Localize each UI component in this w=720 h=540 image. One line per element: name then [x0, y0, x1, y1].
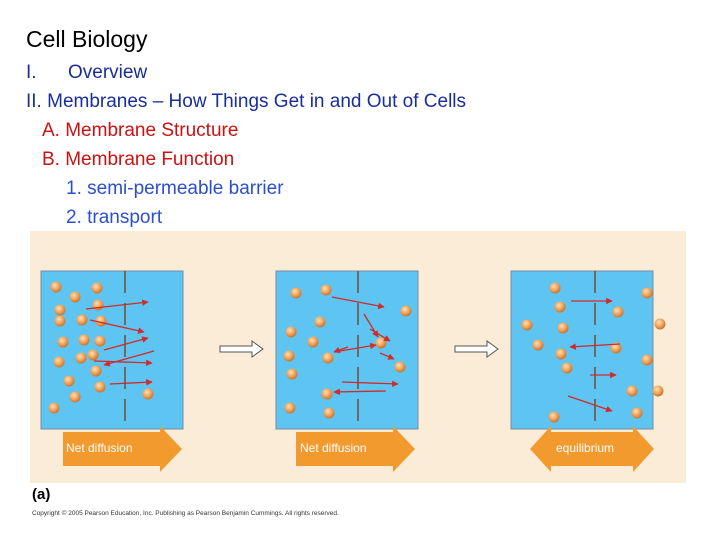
right-arrow-icon — [455, 341, 498, 357]
outline-item-function: B. Membrane Function — [26, 145, 466, 174]
outline-item-transport: 2. transport — [26, 203, 466, 232]
diffusion-diagram: Net diffusion Net diffusion equilibrium — [30, 231, 686, 483]
double-arrow-icon: equilibrium — [530, 426, 654, 472]
topic-outline: I.Overview II. Membranes – How Things Ge… — [26, 58, 466, 232]
equilibrium-label: equilibrium — [556, 441, 614, 455]
copyright-notice: Copyright © 2005 Pearson Education, Inc.… — [32, 510, 339, 517]
outline-item-barrier: 1. semi-permeable barrier — [26, 174, 466, 203]
outline-item-overview: I.Overview — [26, 58, 466, 87]
outline-item-structure: A. Membrane Structure — [26, 116, 466, 145]
net-diffusion-label-1: Net diffusion — [66, 441, 133, 455]
net-diffusion-arrow-1: Net diffusion — [63, 426, 182, 472]
outline-number: I. — [26, 58, 68, 87]
net-diffusion-arrow-2: Net diffusion — [296, 426, 415, 472]
diffusion-figure: Net diffusion Net diffusion equilibrium — [30, 231, 686, 483]
slide-title: Cell Biology — [26, 26, 147, 53]
outline-text: Overview — [68, 62, 147, 83]
net-diffusion-label-2: Net diffusion — [300, 441, 367, 455]
chamber-1 — [41, 271, 183, 429]
chamber-3 — [511, 271, 653, 429]
outline-item-membranes: II. Membranes – How Things Get in and Ou… — [26, 87, 466, 116]
right-arrow-icon — [220, 341, 263, 357]
figure-label: (a) — [32, 486, 50, 503]
